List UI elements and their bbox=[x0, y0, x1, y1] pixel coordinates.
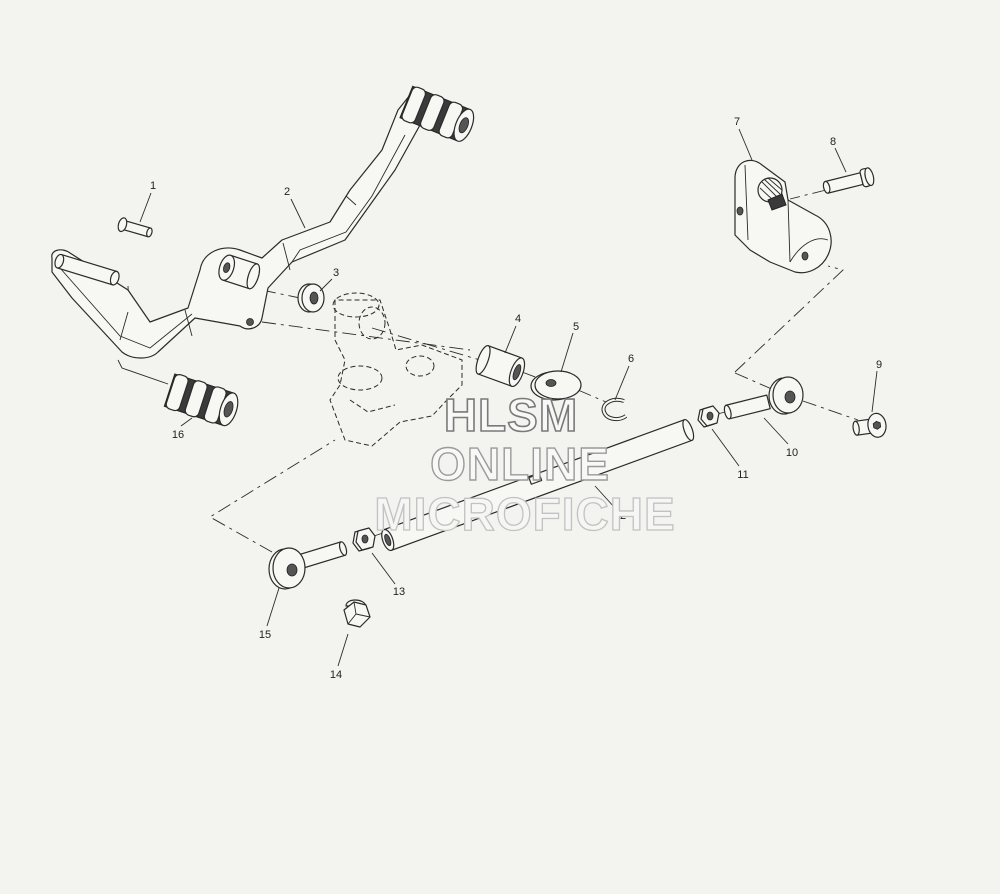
callout-14: 14 bbox=[330, 669, 342, 681]
shift-bracket bbox=[734, 159, 832, 274]
callout-4: 4 bbox=[515, 313, 521, 325]
leader-lines bbox=[139, 128, 878, 667]
callout-7: 7 bbox=[734, 116, 740, 128]
washer-small bbox=[297, 283, 325, 313]
callout-12: 12 bbox=[614, 510, 626, 522]
bushing bbox=[475, 345, 526, 388]
bolt-upper bbox=[822, 167, 875, 194]
ghost-shifter-housing bbox=[329, 292, 463, 447]
bolt-lower bbox=[852, 412, 887, 438]
callout-5: 5 bbox=[573, 321, 579, 333]
rod-end-left bbox=[268, 541, 348, 590]
shift-lever bbox=[51, 85, 475, 359]
callout-10: 10 bbox=[786, 447, 798, 459]
assembly-lines bbox=[117, 189, 859, 553]
callout-1: 1 bbox=[150, 180, 156, 192]
rod-end-right bbox=[723, 376, 804, 420]
callout-6: 6 bbox=[628, 353, 634, 365]
callout-13: 13 bbox=[393, 586, 405, 598]
callout-3: 3 bbox=[333, 267, 339, 279]
upper-foot-peg bbox=[399, 85, 475, 142]
callout-16: 16 bbox=[172, 429, 184, 441]
jam-nut-right bbox=[697, 405, 720, 428]
watermark-line-3: MICROFICHE bbox=[374, 488, 675, 540]
lever-hole bbox=[246, 318, 254, 326]
washer-large bbox=[530, 370, 582, 401]
retaining-clip bbox=[601, 397, 628, 422]
callout-8: 8 bbox=[830, 136, 836, 148]
foot-peg-rubber bbox=[163, 373, 239, 427]
callout-9: 9 bbox=[876, 359, 882, 371]
pin bbox=[117, 217, 153, 238]
lever-pin bbox=[54, 253, 120, 286]
callouts: 1 2 3 4 5 6 7 8 9 10 11 12 13 14 15 16 bbox=[150, 116, 882, 681]
callout-15: 15 bbox=[259, 629, 271, 641]
callout-2: 2 bbox=[284, 186, 290, 198]
watermark: HLSM ONLINE MICROFICHE bbox=[374, 388, 676, 540]
watermark-line-1: HLSM bbox=[444, 389, 578, 441]
lever-pivot-boss bbox=[218, 254, 261, 290]
jam-nut-left bbox=[352, 527, 376, 552]
watermark-line-2: ONLINE bbox=[430, 438, 610, 490]
callout-11: 11 bbox=[737, 469, 748, 481]
cap-nut bbox=[343, 599, 371, 628]
shift-rod bbox=[381, 418, 695, 552]
